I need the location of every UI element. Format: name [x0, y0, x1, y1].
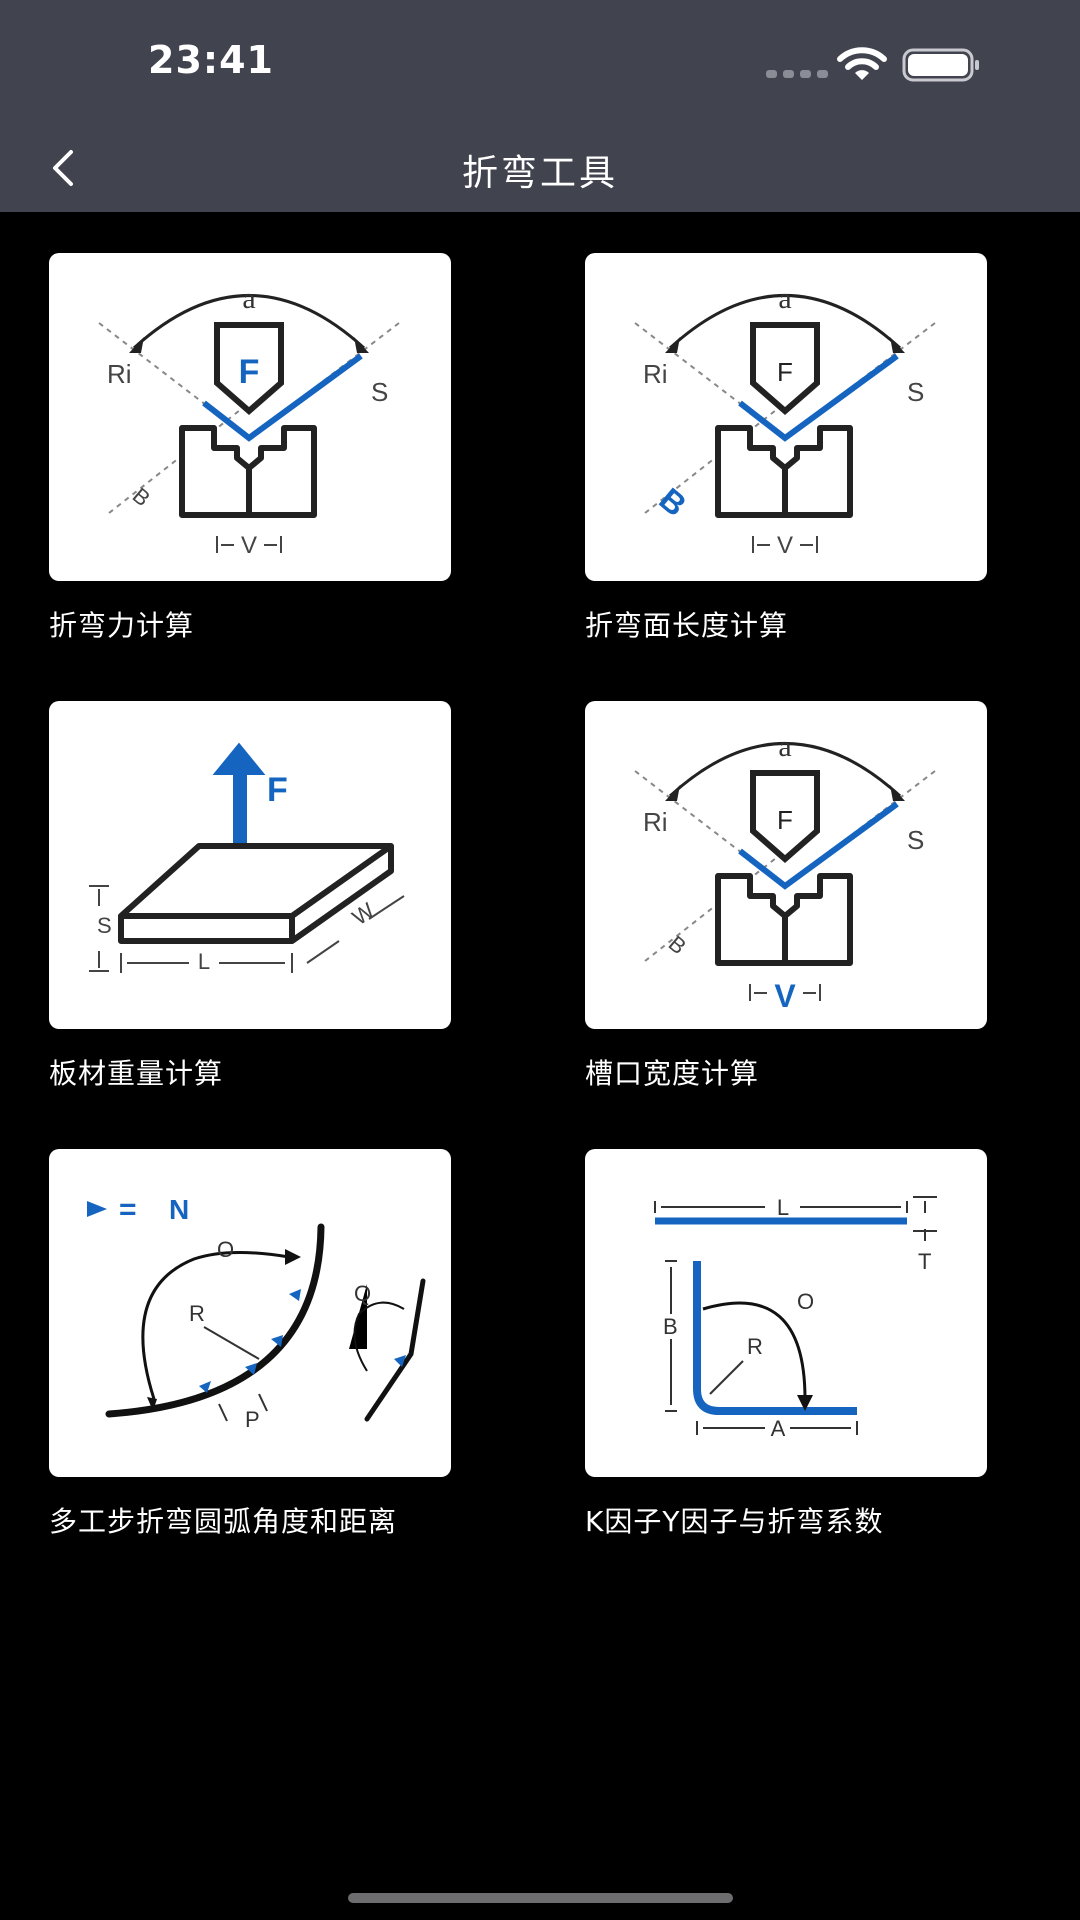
- r-label: R: [747, 1334, 763, 1359]
- tool-label: 折弯力计算: [49, 609, 195, 642]
- wifi-icon: [837, 47, 887, 80]
- k-factor-icon: L T B O R A: [654, 1195, 937, 1441]
- equals-label: =: [119, 1193, 137, 1226]
- n-label: N: [169, 1194, 189, 1225]
- s-label: S: [97, 913, 112, 938]
- tool-card-multi-step-arc[interactable]: = N O R P Q: [49, 1149, 451, 1477]
- tool-card-k-factor[interactable]: L T B O R A: [585, 1149, 987, 1477]
- t-label: T: [918, 1249, 931, 1274]
- signal-icon: [766, 70, 828, 78]
- force-label: F: [267, 771, 288, 809]
- page-title: 折弯工具: [461, 153, 618, 194]
- s-label: S: [371, 377, 388, 407]
- angle-label: a: [778, 730, 791, 763]
- ri-label: Ri: [643, 359, 668, 389]
- sheet-weight-icon: F S L W: [89, 742, 405, 974]
- v-label: V: [241, 532, 257, 559]
- b-label: B: [128, 483, 155, 512]
- back-button[interactable]: [38, 140, 86, 196]
- s-label: S: [907, 825, 924, 855]
- chevron-left-icon: [53, 150, 73, 186]
- ri-label: Ri: [107, 359, 132, 389]
- b-label: B: [663, 1314, 678, 1339]
- top-bar: 23:41 折弯工具: [0, 0, 1080, 212]
- b-label: B: [653, 481, 694, 523]
- status-time: 23:41: [148, 38, 274, 82]
- tool-card-flange-length[interactable]: a Ri F S B V: [585, 253, 987, 581]
- tool-label: 折弯面长度计算: [585, 609, 789, 642]
- die-opening-icon: a Ri F S B V: [634, 730, 936, 1014]
- l-label: L: [777, 1195, 789, 1220]
- home-indicator[interactable]: [348, 1893, 733, 1903]
- v-label: V: [774, 978, 796, 1014]
- b-label: B: [664, 931, 691, 960]
- ri-label: Ri: [643, 807, 668, 837]
- r-label: R: [189, 1301, 205, 1326]
- q-label: Q: [354, 1281, 371, 1306]
- l-label: L: [198, 949, 210, 974]
- multi-step-arc-icon: = N O R P Q: [87, 1193, 426, 1432]
- bend-force-icon: a Ri F S B V: [98, 282, 400, 559]
- s-label: S: [907, 377, 924, 407]
- flange-length-icon: a Ri F S B V: [634, 282, 936, 559]
- angle-label: a: [778, 282, 791, 315]
- w-label: W: [348, 898, 380, 931]
- tool-label: 板材重量计算: [49, 1057, 224, 1090]
- force-label: F: [777, 357, 793, 387]
- a-label: A: [771, 1416, 786, 1441]
- o-label: O: [217, 1237, 234, 1262]
- o-label: O: [797, 1289, 814, 1314]
- force-label: F: [777, 805, 793, 835]
- angle-label: a: [242, 282, 255, 315]
- tool-card-sheet-weight[interactable]: F S L W: [49, 701, 451, 1029]
- tool-label: K因子Y因子与折弯系数: [585, 1505, 884, 1538]
- p-label: P: [245, 1407, 260, 1432]
- force-label: F: [239, 353, 260, 391]
- battery-icon: [902, 48, 979, 82]
- tool-label: 多工步折弯圆弧角度和距离: [49, 1505, 398, 1538]
- tool-card-die-opening[interactable]: a Ri F S B V: [585, 701, 987, 1029]
- v-label: V: [777, 532, 793, 559]
- tool-card-bend-force[interactable]: a Ri F S B V: [49, 253, 451, 581]
- tool-label: 槽口宽度计算: [585, 1057, 760, 1090]
